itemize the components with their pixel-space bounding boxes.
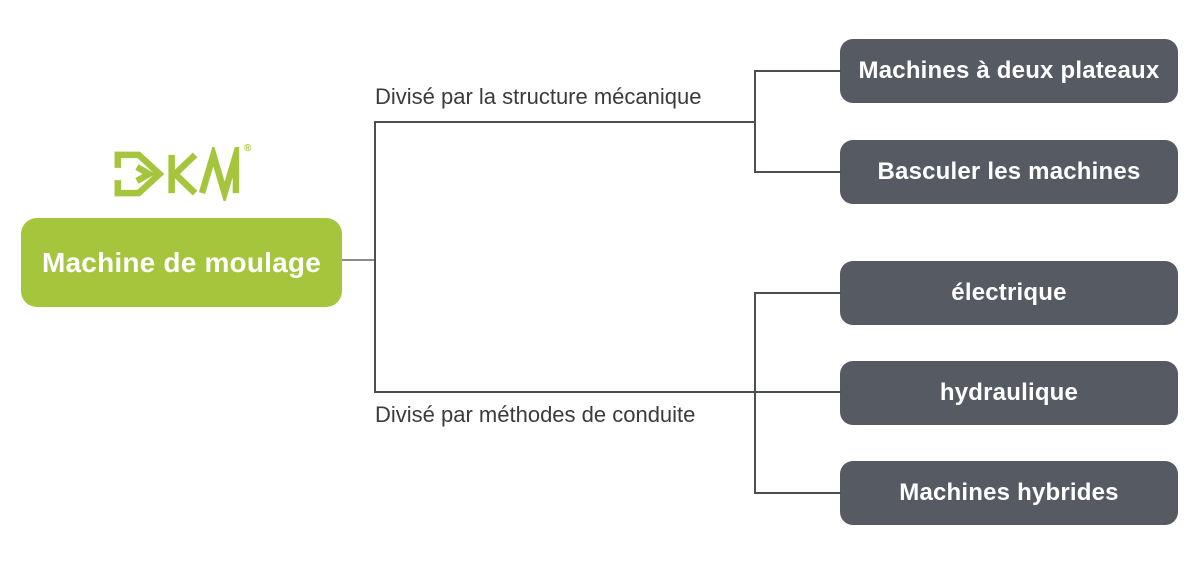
branch-label-methodes-conduite: Divisé par méthodes de conduite <box>375 402 696 427</box>
connector-stub-machines-hybrides <box>754 492 841 494</box>
connector-branch2-horizontal <box>375 391 756 393</box>
node-label: Basculer les machines <box>877 158 1141 185</box>
connector-group1-vertical <box>754 70 756 173</box>
connector-branch1-horizontal <box>375 121 756 123</box>
branch-label-structure-mecanique: Divisé par la structure mécanique <box>375 84 702 109</box>
dkm-logo: ® <box>110 143 256 203</box>
node-hydraulique: hydraulique <box>840 361 1178 425</box>
connector-stub-basculer-les-machines <box>754 171 841 173</box>
connector-group2-vertical <box>754 292 756 494</box>
node-label: Machines à deux plateaux <box>858 57 1160 84</box>
node-label: Machines hybrides <box>899 479 1119 506</box>
node-label: hydraulique <box>939 379 1079 406</box>
trademark-symbol: ® <box>244 143 252 154</box>
connector-root-stub <box>342 259 376 261</box>
connector-stub-hydraulique <box>754 391 841 393</box>
connector-bracket-vertical <box>374 121 376 393</box>
connector-stub-machines-a-deux-plateaux <box>754 70 841 72</box>
root-node-label: Machine de moulage <box>42 246 321 278</box>
node-electrique: électrique <box>840 261 1178 325</box>
connector-stub-electrique <box>754 292 841 294</box>
dkm-logo-glyphs <box>114 147 240 201</box>
node-machines-hybrides: Machines hybrides <box>840 461 1178 525</box>
root-node-machine-de-moulage: Machine de moulage <box>21 218 342 307</box>
node-label: électrique <box>951 279 1067 306</box>
node-basculer-les-machines: Basculer les machines <box>840 140 1178 204</box>
node-machines-a-deux-plateaux: Machines à deux plateaux <box>840 39 1178 103</box>
